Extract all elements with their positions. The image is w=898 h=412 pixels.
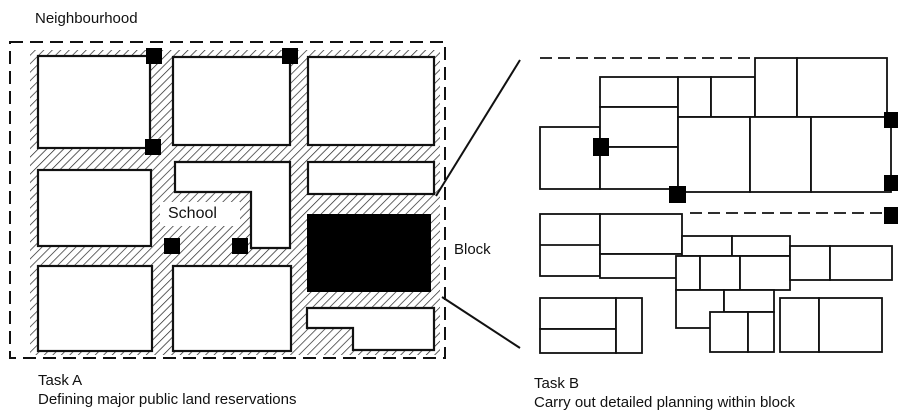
task-b-title: Task B xyxy=(534,375,580,392)
lot xyxy=(599,213,683,255)
node-marker xyxy=(164,238,180,254)
lot xyxy=(681,235,733,257)
neighbourhood-blocks xyxy=(36,54,436,353)
node-marker xyxy=(282,48,298,64)
lot xyxy=(739,255,791,291)
school-label-background xyxy=(160,202,240,226)
neighbourhood-node-markers xyxy=(145,48,298,254)
node-marker xyxy=(232,238,248,254)
lot xyxy=(615,297,643,354)
lot xyxy=(699,255,741,291)
block-bottom-middle xyxy=(171,264,293,353)
node-marker xyxy=(884,207,898,224)
block-middle-left xyxy=(36,168,153,248)
neighbourhood-boundary xyxy=(9,41,446,359)
block-top-right xyxy=(306,55,436,147)
lot xyxy=(829,245,893,281)
school-block xyxy=(173,160,292,250)
lot xyxy=(539,328,617,354)
lot xyxy=(789,245,831,281)
zoom-line-upper xyxy=(435,59,521,197)
zoom-line-lower xyxy=(441,296,521,349)
lot xyxy=(747,311,775,353)
lot xyxy=(677,76,712,118)
lot xyxy=(810,116,892,193)
node-marker xyxy=(146,48,162,64)
block-bottom-right xyxy=(305,306,436,352)
lot xyxy=(754,57,798,118)
lot xyxy=(599,146,679,190)
zoom-connector-lines xyxy=(435,59,521,349)
lot xyxy=(539,126,601,190)
node-marker xyxy=(145,139,161,155)
block-top-left xyxy=(36,54,152,150)
lot xyxy=(709,311,749,353)
lot xyxy=(675,255,701,291)
lot xyxy=(599,253,683,279)
block-middle-right xyxy=(306,160,436,196)
lot xyxy=(710,76,756,118)
task-a-title: Task A xyxy=(38,372,83,389)
lot xyxy=(599,106,679,148)
school-label: School xyxy=(168,205,217,222)
block-bottom-left xyxy=(36,264,154,353)
lot xyxy=(818,297,883,353)
block-node-markers xyxy=(593,112,898,224)
lot xyxy=(749,116,812,193)
block-top-middle xyxy=(171,55,292,147)
node-marker xyxy=(669,186,686,203)
lot xyxy=(723,289,775,313)
neighbourhood-map xyxy=(9,41,446,359)
node-marker xyxy=(593,138,609,156)
lot xyxy=(539,297,617,330)
lot xyxy=(796,57,888,118)
lot xyxy=(779,297,820,353)
block-label: Block xyxy=(454,241,491,258)
task-b-description: Carry out detailed planning within block xyxy=(534,394,795,411)
lot xyxy=(599,76,679,108)
lot xyxy=(677,116,751,193)
node-marker xyxy=(884,175,898,191)
lot xyxy=(731,235,791,257)
task-a-description: Defining major public land reservations xyxy=(38,391,297,408)
selected-block xyxy=(307,214,431,292)
node-marker xyxy=(884,112,898,128)
block-detail-plan xyxy=(539,57,893,354)
neighbourhood-label: Neighbourhood xyxy=(35,10,138,27)
